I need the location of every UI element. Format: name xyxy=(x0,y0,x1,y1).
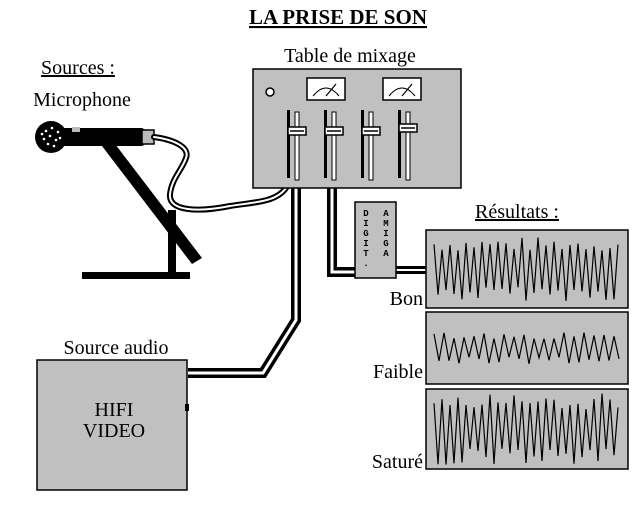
audio-source-label: Source audio xyxy=(64,337,169,359)
microphone-stand xyxy=(82,140,202,279)
video-label: VIDEO xyxy=(83,420,145,442)
result-label-good: Bon xyxy=(390,288,423,310)
mixer-label: Table de mixage xyxy=(284,45,416,67)
microphone-label: Microphone xyxy=(33,89,131,111)
waveform-saturated xyxy=(433,393,619,465)
result-panel-saturated: Saturé xyxy=(372,388,629,473)
sources-label: Sources : xyxy=(41,57,115,79)
fader-icon xyxy=(324,110,344,181)
diagram-title: LA PRISE DE SON xyxy=(249,5,427,29)
result-panel-weak: Faible xyxy=(373,311,629,385)
waveform-weak xyxy=(433,332,620,364)
result-label-saturated: Saturé xyxy=(372,451,423,473)
mixing-table xyxy=(252,68,462,189)
audio-source-box: HIFI VIDEO xyxy=(36,359,189,491)
fader-icon xyxy=(398,110,418,181)
result-label-weak: Faible xyxy=(373,361,423,383)
hifi-label: HIFI xyxy=(95,399,134,421)
fader-icon xyxy=(361,110,381,181)
result-panel-good: Bon xyxy=(390,229,629,310)
waveform-good xyxy=(433,237,619,301)
microphone-icon xyxy=(35,121,155,153)
mixer-knob-icon xyxy=(265,87,275,97)
mixer-output-cable xyxy=(327,188,356,277)
results-label: Résultats : xyxy=(475,201,559,223)
vu-meter-icon xyxy=(306,77,346,101)
vu-meter-icon xyxy=(382,77,422,101)
fader-icon xyxy=(287,110,307,181)
